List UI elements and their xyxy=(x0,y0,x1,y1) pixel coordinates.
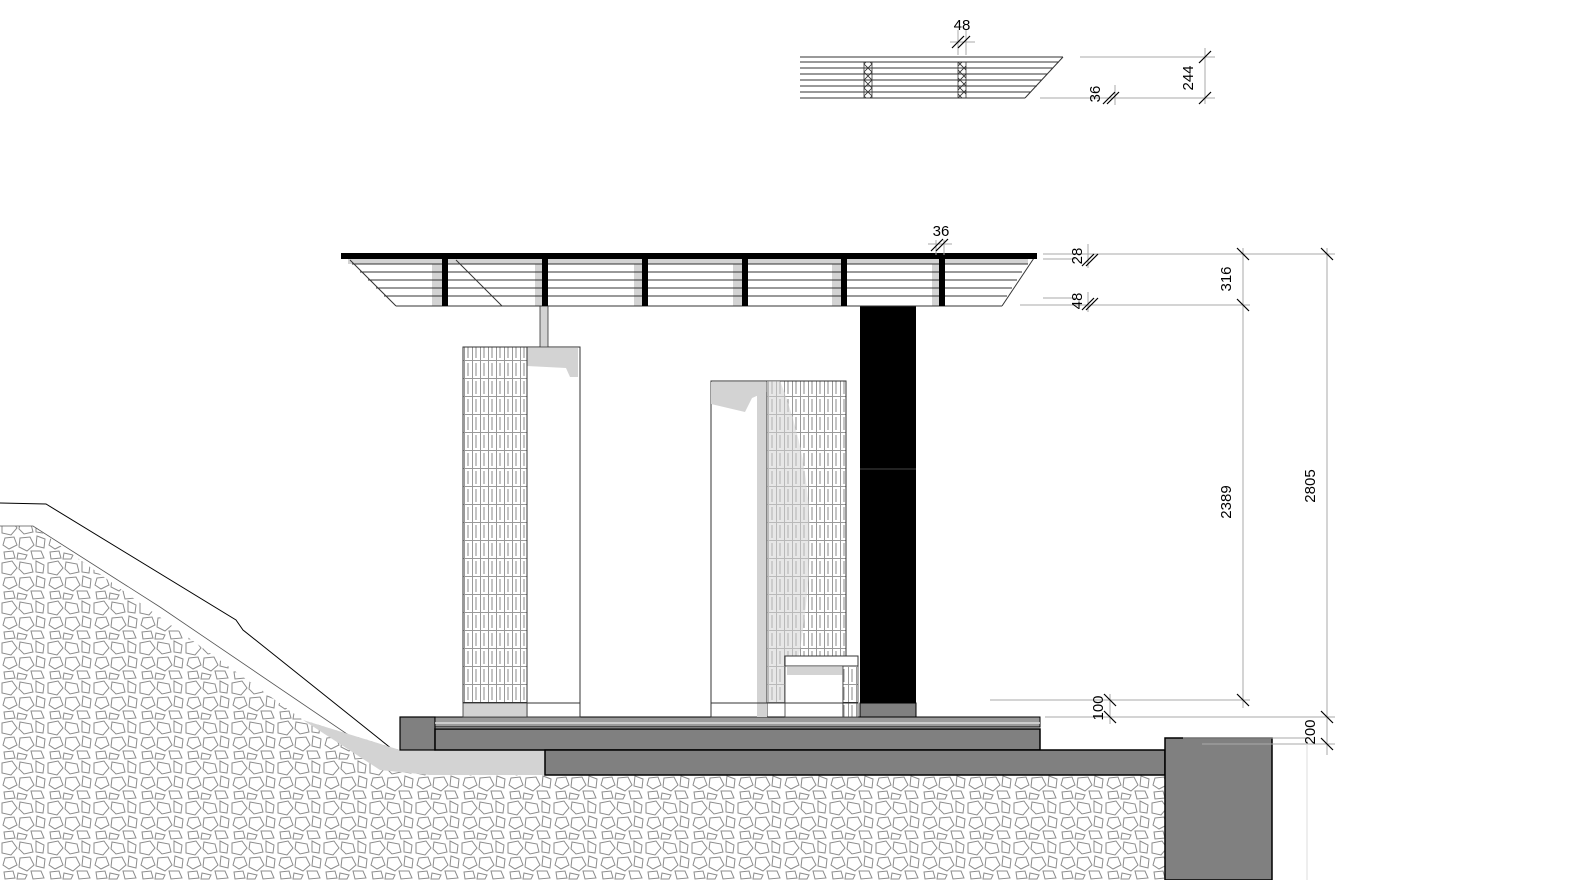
dim-total-height: 2805 xyxy=(1302,469,1319,502)
middle-wall xyxy=(710,380,859,718)
steel-column xyxy=(859,306,917,718)
detail-dim-depth: 244 xyxy=(1180,65,1197,90)
dimension-lines: 36 28 48 316 2389 2805 100 200 xyxy=(928,223,1335,880)
roof-canopy xyxy=(341,253,1037,307)
dim-beam-depth: 48 xyxy=(1069,293,1086,310)
dim-base-step: 200 xyxy=(1302,719,1319,744)
foundation xyxy=(399,716,1273,880)
stone-embankment xyxy=(0,502,1165,880)
left-wall xyxy=(462,305,581,718)
dim-floor-step: 100 xyxy=(1090,695,1107,720)
dim-top-plate: 28 xyxy=(1069,248,1086,265)
dim-roof-depth: 316 xyxy=(1218,266,1235,291)
dim-joist-width: 36 xyxy=(933,223,950,240)
detail-dim-joist: 48 xyxy=(954,17,971,34)
detail-dim-edge: 36 xyxy=(1087,86,1104,103)
dim-clear-height: 2389 xyxy=(1218,485,1235,518)
roof-panel-detail: 48 36 244 xyxy=(800,17,1215,105)
